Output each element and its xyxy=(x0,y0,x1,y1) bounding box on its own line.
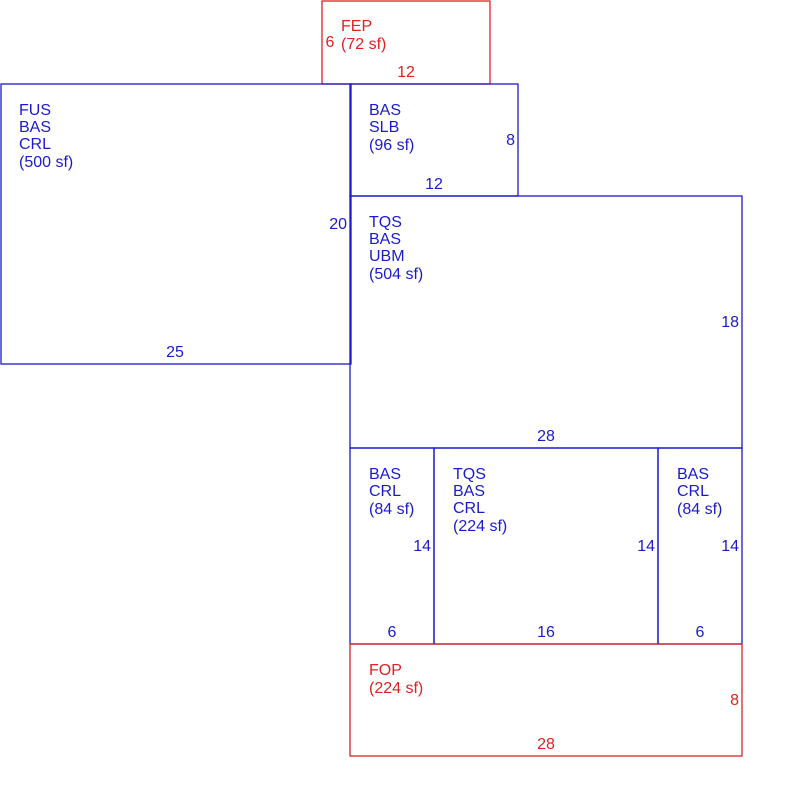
svg-text:(224 sf): (224 sf) xyxy=(453,518,507,535)
area-label-line: (84 sf) xyxy=(677,501,722,518)
area-label-line: BAS xyxy=(19,119,51,136)
dimension-right: 14 xyxy=(721,538,739,555)
area-label-line: BAS xyxy=(369,231,401,248)
svg-text:SLB: SLB xyxy=(369,119,399,136)
svg-text:FUS: FUS xyxy=(19,102,51,119)
svg-text:BAS: BAS xyxy=(369,466,401,483)
area-label-line: (72 sf) xyxy=(341,36,386,53)
area-label-line: CRL xyxy=(19,136,51,153)
area-fus-outline xyxy=(0,83,352,365)
dimension-right: 8 xyxy=(730,692,739,709)
dimension-bottom: 12 xyxy=(425,176,443,193)
dimension-bottom: 16 xyxy=(537,624,555,641)
area-label-line: FOP xyxy=(369,662,402,679)
area-label-line: CRL xyxy=(677,483,709,500)
area-label-line: (224 sf) xyxy=(369,680,423,697)
area-label-line: BAS xyxy=(369,466,401,483)
area-fus-label: FUS BAS CRL (500 sf) xyxy=(19,102,73,171)
svg-text:TQS: TQS xyxy=(369,214,402,231)
area-label-line: TQS xyxy=(369,214,402,231)
dimension-right: 14 xyxy=(413,538,431,555)
svg-text:UBM: UBM xyxy=(369,248,405,265)
dimension-bottom: 28 xyxy=(537,736,555,753)
svg-text:CRL: CRL xyxy=(453,500,485,517)
area-label-line: BAS xyxy=(453,483,485,500)
svg-text:(500 sf): (500 sf) xyxy=(19,154,73,171)
area-label-line: UBM xyxy=(369,248,405,265)
area-label-line: FUS xyxy=(19,102,51,119)
area-bas-crl-1-label: BAS CRL (84 sf) xyxy=(369,466,414,518)
svg-text:CRL: CRL xyxy=(677,483,709,500)
area-label-line: (84 sf) xyxy=(369,501,414,518)
area-label-line: CRL xyxy=(369,483,401,500)
svg-text:BAS: BAS xyxy=(369,231,401,248)
area-label-line: BAS xyxy=(369,102,401,119)
dimension-right: 18 xyxy=(721,314,739,331)
dimension-right: 20 xyxy=(329,216,347,233)
area-label-line: (504 sf) xyxy=(369,266,423,283)
svg-text:TQS: TQS xyxy=(453,466,486,483)
svg-text:BAS: BAS xyxy=(369,102,401,119)
svg-text:BAS: BAS xyxy=(19,119,51,136)
dimension-bottom: 25 xyxy=(166,344,184,361)
dimension-bottom: 6 xyxy=(696,624,705,641)
dimension-bottom: 6 xyxy=(388,624,397,641)
area-label-line: BAS xyxy=(677,466,709,483)
svg-text:FOP: FOP xyxy=(369,662,402,679)
area-fep-label: FEP (72 sf) xyxy=(341,18,386,53)
svg-text:(224 sf): (224 sf) xyxy=(369,680,423,697)
area-label-line: SLB xyxy=(369,119,399,136)
area-label-line: FEP xyxy=(341,18,372,35)
svg-text:BAS: BAS xyxy=(453,483,485,500)
area-label-line: TQS xyxy=(453,466,486,483)
svg-text:(84 sf): (84 sf) xyxy=(369,501,414,518)
svg-text:(84 sf): (84 sf) xyxy=(677,501,722,518)
svg-text:BAS: BAS xyxy=(677,466,709,483)
dimension-right: 8 xyxy=(506,132,515,149)
area-tqs-crl-label: TQS BAS CRL (224 sf) xyxy=(453,466,507,535)
svg-text:(504 sf): (504 sf) xyxy=(369,266,423,283)
area-label-line: (500 sf) xyxy=(19,154,73,171)
dimension-left: 6 xyxy=(326,34,335,51)
svg-text:FEP: FEP xyxy=(341,18,372,35)
area-bas-slb-label: BAS SLB (96 sf) xyxy=(369,102,414,154)
dimension-right: 14 xyxy=(637,538,655,555)
dimension-bottom: 28 xyxy=(537,428,555,445)
dimension-bottom: 12 xyxy=(397,64,415,81)
svg-text:CRL: CRL xyxy=(369,483,401,500)
svg-text:(72 sf): (72 sf) xyxy=(341,36,386,53)
area-fop-outline xyxy=(349,643,743,757)
area-label-line: (224 sf) xyxy=(453,518,507,535)
area-bas-crl-2-label: BAS CRL (84 sf) xyxy=(677,466,722,518)
svg-text:(96 sf): (96 sf) xyxy=(369,137,414,154)
area-tqs-ubm-label: TQS BAS UBM (504 sf) xyxy=(369,214,423,283)
area-label-line: (96 sf) xyxy=(369,137,414,154)
area-tqs-ubm-outline xyxy=(349,195,743,449)
svg-text:CRL: CRL xyxy=(19,136,51,153)
area-fop-label: FOP (224 sf) xyxy=(369,662,423,697)
area-label-line: CRL xyxy=(453,500,485,517)
